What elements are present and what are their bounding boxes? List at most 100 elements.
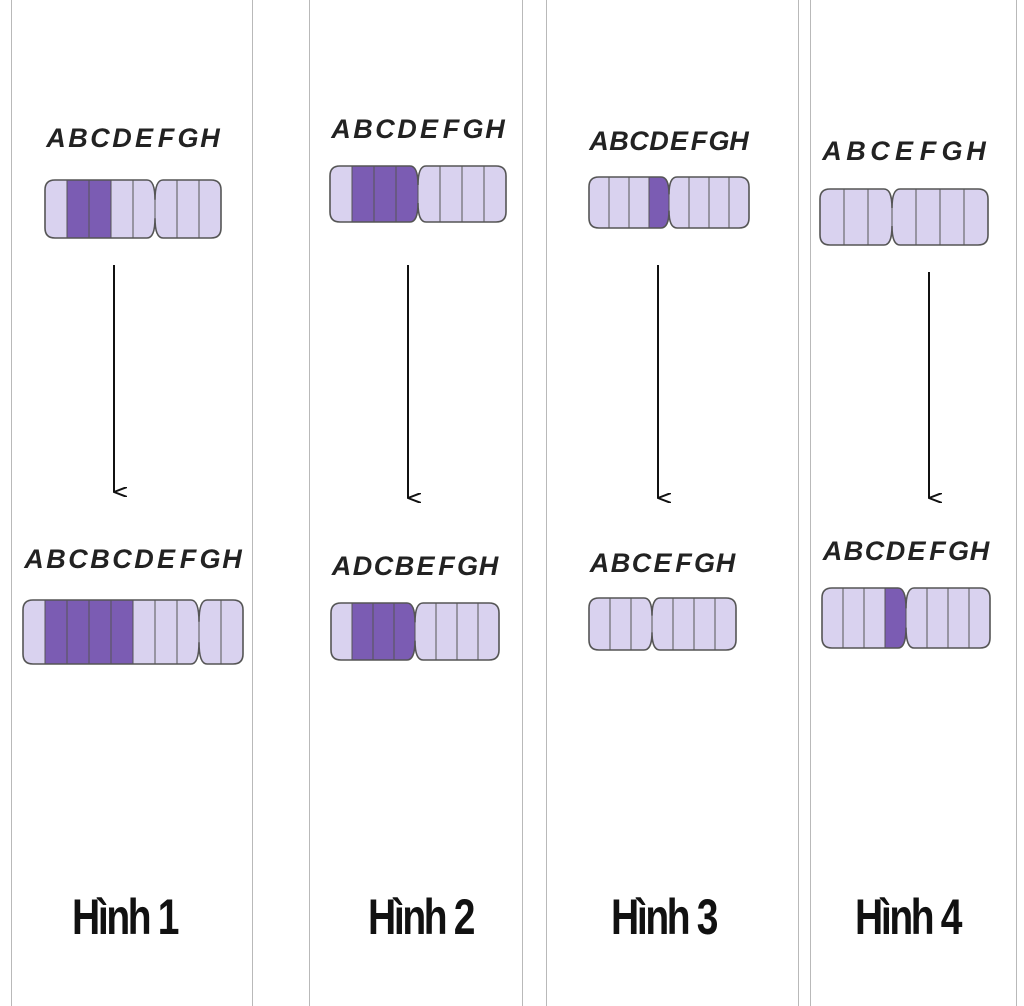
band-A bbox=[589, 177, 610, 228]
gene-label: G bbox=[708, 126, 729, 156]
gene-label: A bbox=[330, 114, 351, 144]
band-E bbox=[668, 177, 690, 228]
band-B bbox=[351, 166, 375, 222]
band-B bbox=[66, 180, 90, 238]
band-G bbox=[456, 603, 479, 660]
gene-label: F bbox=[438, 551, 456, 581]
band-H bbox=[968, 588, 990, 648]
band-H bbox=[220, 600, 243, 664]
band-G bbox=[693, 598, 716, 650]
gene-label: A bbox=[821, 136, 842, 166]
band-E bbox=[891, 189, 917, 245]
band-A bbox=[331, 603, 353, 660]
gene-label: H bbox=[479, 551, 499, 581]
band-C bbox=[373, 166, 397, 222]
panel-divider bbox=[810, 0, 811, 1006]
gene-label: D bbox=[353, 551, 373, 581]
band-G bbox=[947, 588, 970, 648]
gene-label: F bbox=[675, 548, 693, 578]
gene-label: D bbox=[134, 544, 154, 574]
band-A bbox=[589, 598, 611, 650]
band-D bbox=[648, 177, 670, 228]
band-D bbox=[884, 588, 907, 648]
band-B bbox=[843, 189, 869, 245]
gene-label: A bbox=[822, 536, 843, 566]
band-A bbox=[822, 588, 844, 648]
gene-label: G bbox=[941, 136, 962, 166]
gene-label: B bbox=[353, 114, 373, 144]
panel-divider bbox=[546, 0, 547, 1006]
gene-label: F bbox=[920, 136, 938, 166]
panel-divider bbox=[309, 0, 310, 1006]
gene-label: G bbox=[948, 536, 969, 566]
gene-label: B bbox=[90, 544, 110, 574]
gene-label: H bbox=[222, 544, 242, 574]
band-F bbox=[672, 598, 695, 650]
band-A bbox=[23, 600, 46, 664]
gene-label: E bbox=[157, 544, 176, 574]
gene-label: E bbox=[420, 114, 439, 144]
band-G bbox=[461, 166, 485, 222]
figure-caption-4: Hình 4 bbox=[855, 889, 962, 945]
band-D bbox=[132, 600, 156, 664]
gene-label: D bbox=[397, 114, 417, 144]
gene-label: B bbox=[846, 136, 866, 166]
band-C bbox=[372, 603, 395, 660]
band-F bbox=[915, 189, 941, 245]
gene-label: F bbox=[443, 114, 461, 144]
band-G bbox=[939, 189, 965, 245]
gene-label: G bbox=[199, 544, 220, 574]
panel-divider bbox=[798, 0, 799, 1006]
band-D bbox=[395, 166, 419, 222]
gene-label: F bbox=[158, 123, 176, 153]
gene-label: C bbox=[90, 123, 110, 153]
band-C bbox=[110, 600, 134, 664]
gene-label: H bbox=[966, 136, 986, 166]
gene-label: E bbox=[416, 551, 435, 581]
band-C bbox=[628, 177, 650, 228]
gene-label: B bbox=[395, 551, 415, 581]
gene-label: C bbox=[632, 548, 652, 578]
band-D bbox=[351, 603, 374, 660]
band-F bbox=[439, 166, 463, 222]
gene-label: E bbox=[653, 548, 672, 578]
band-B bbox=[842, 588, 865, 648]
gene-label: H bbox=[729, 126, 749, 156]
band-B bbox=[608, 177, 630, 228]
gene-label: H bbox=[716, 548, 736, 578]
gene-label: E bbox=[907, 536, 926, 566]
gene-label: C bbox=[870, 136, 890, 166]
gene-label: G bbox=[457, 551, 478, 581]
figure-caption-2: Hình 2 bbox=[368, 889, 475, 945]
gene-label: H bbox=[485, 114, 505, 144]
gene-label: E bbox=[895, 136, 914, 166]
gene-label: E bbox=[670, 126, 689, 156]
panel-divider bbox=[522, 0, 523, 1006]
gene-label: G bbox=[694, 548, 715, 578]
band-E bbox=[651, 598, 674, 650]
gene-label: A bbox=[589, 548, 610, 578]
band-H bbox=[198, 180, 221, 238]
band-H bbox=[963, 189, 988, 245]
gene-label: A bbox=[45, 123, 66, 153]
band-A bbox=[330, 166, 353, 222]
band-F bbox=[154, 180, 178, 238]
band-G bbox=[176, 180, 200, 238]
gene-label: F bbox=[929, 536, 947, 566]
panel-divider bbox=[11, 0, 12, 1006]
band-F bbox=[926, 588, 949, 648]
gene-label: D bbox=[886, 536, 906, 566]
gene-label: C bbox=[629, 126, 649, 156]
band-B bbox=[609, 598, 632, 650]
gene-label: B bbox=[611, 548, 631, 578]
band-E bbox=[154, 600, 178, 664]
band-G bbox=[198, 600, 222, 664]
panel-divider bbox=[1016, 0, 1017, 1006]
band-E bbox=[417, 166, 441, 222]
gene-label: C bbox=[865, 536, 885, 566]
